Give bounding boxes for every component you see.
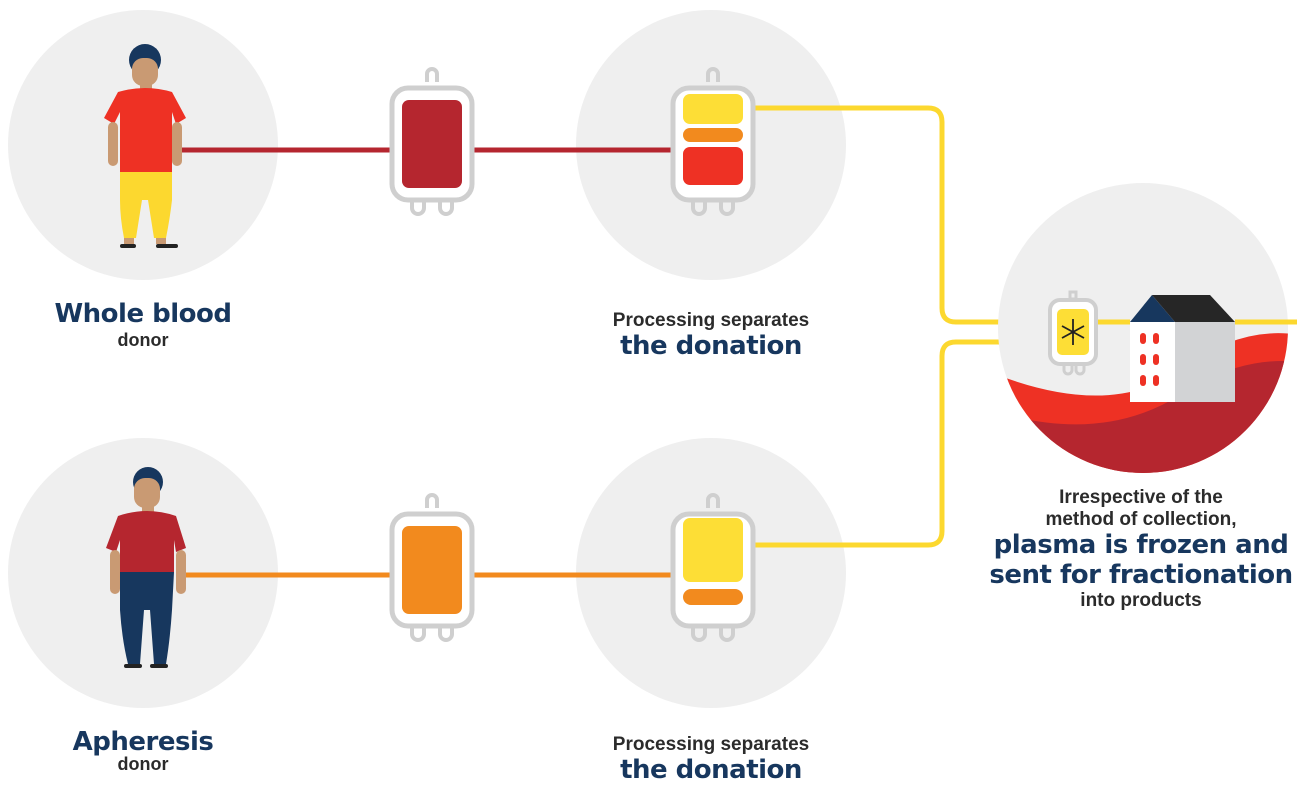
fraction-line2: method of collection, [1045,508,1237,530]
whole-blood-sub: donor [117,329,169,350]
apheresis-sub: donor [117,753,169,774]
processing-2-line1: Processing separates [612,734,810,755]
factory-building-icon [1130,295,1235,402]
plasma-bag-icon [670,493,756,642]
fractionation-label: Irrespective of the method of collection… [983,487,1297,612]
fraction-line5: into products [1080,590,1202,612]
fraction-line3: plasma is frozen and [993,529,1289,560]
whole-blood-donor-label: Whole blood donor [43,299,243,351]
person-icon [106,467,186,668]
fractionation-facility [998,183,1297,473]
apheresis-bag-icon [389,493,475,642]
fraction-line1: Irrespective of the [1059,487,1223,508]
processing-1-line2: the donation [620,330,802,361]
apheresis-donor-label: Apheresis donor [43,727,243,775]
fraction-line4: sent for fractionation [989,559,1293,590]
whole-blood-title: Whole blood [54,299,232,329]
snowflake-icon [1048,290,1098,376]
plasma-line-bottom [748,339,1050,548]
separated-blood-bag-icon [670,67,756,216]
plasma-line-top [748,105,1065,325]
blood-bag-icon [389,67,475,216]
processing-label-bottom: Processing separates the donation [561,734,861,786]
processing-1-line1: Processing separates [612,310,810,331]
apheresis-title: Apheresis [72,727,214,757]
processing-label-top: Processing separates the donation [561,310,861,362]
processing-2-line2: the donation [620,754,802,785]
person-icon [104,44,186,248]
